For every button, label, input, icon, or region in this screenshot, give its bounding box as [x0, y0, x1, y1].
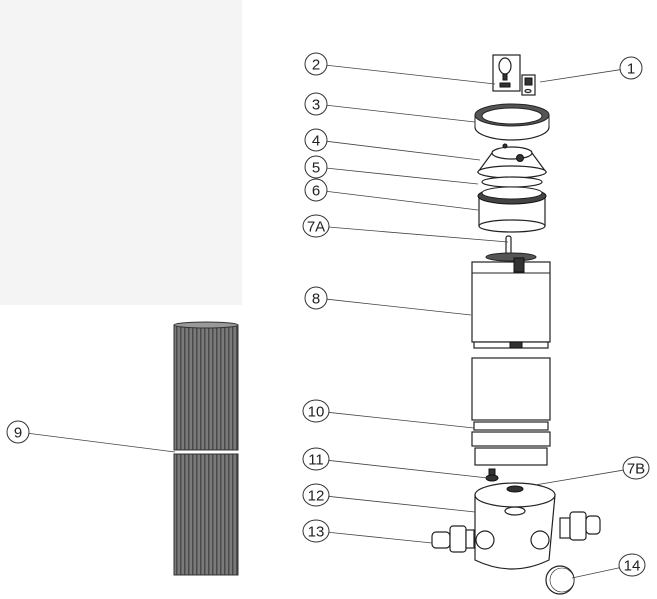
callout-bubble — [302, 214, 330, 238]
air-release-plug — [521, 74, 536, 96]
callout-c14: 14 — [571, 553, 646, 579]
callout-bubble — [619, 56, 643, 80]
callout-c7a: 7A — [302, 214, 509, 243]
leader-line — [534, 469, 626, 486]
leader-line — [326, 226, 509, 243]
callout-c7b: 7B — [534, 456, 650, 486]
callout-bubble — [302, 399, 330, 423]
leader-line — [326, 104, 476, 123]
callout-c4: 4 — [304, 128, 481, 161]
callout-bubble — [304, 128, 328, 152]
leader-line — [326, 459, 489, 479]
callout-label: 7B — [627, 461, 645, 478]
callout-c1: 1 — [539, 56, 643, 83]
o-ring — [481, 176, 543, 188]
callout-c8: 8 — [304, 286, 472, 316]
leader-line — [326, 64, 496, 85]
callout-label: 14 — [624, 558, 641, 575]
callout-c2: 2 — [304, 52, 496, 85]
callout-label: 1 — [627, 61, 635, 78]
callout-bubble — [304, 92, 328, 116]
callout-c5: 5 — [304, 155, 479, 185]
callout-label: 7A — [307, 219, 325, 236]
callout-label: 8 — [312, 291, 320, 308]
leader-line — [326, 298, 472, 316]
callout-label: 5 — [312, 160, 320, 177]
pressure-gauge — [492, 54, 521, 92]
tank-lower — [471, 341, 551, 466]
leader-line — [539, 69, 621, 83]
union-fitting-right — [559, 511, 601, 541]
drain-plug — [485, 468, 499, 482]
drain-cap — [545, 565, 575, 595]
leader-line — [326, 411, 475, 429]
callout-label: 3 — [312, 97, 320, 114]
callout-bubble — [304, 52, 328, 76]
callout-bubble — [304, 155, 328, 179]
callout-bubble — [304, 178, 328, 202]
leader-line — [326, 140, 481, 161]
callout-label: 12 — [308, 488, 325, 505]
callout-bubble — [622, 456, 650, 480]
leader-line — [326, 531, 433, 544]
leader-line — [326, 190, 479, 211]
callout-c6: 6 — [304, 178, 479, 211]
callout-label: 13 — [308, 524, 325, 541]
filter-base — [474, 482, 556, 570]
callout-c3: 3 — [304, 92, 476, 123]
callout-c9: 9 — [6, 420, 176, 453]
callout-bubble — [304, 286, 328, 310]
callout-label: 6 — [312, 183, 320, 200]
callout-c10: 10 — [302, 399, 475, 429]
callout-bubble — [302, 483, 330, 507]
gray-panel — [0, 0, 242, 305]
filter-cartridge — [173, 321, 239, 576]
callout-bubble — [302, 447, 330, 471]
callout-c12: 12 — [302, 483, 476, 513]
tank-collar — [477, 186, 547, 233]
lock-ring — [474, 103, 550, 141]
tank-upper — [471, 252, 551, 343]
callout-label: 2 — [312, 57, 320, 74]
leader-line — [28, 432, 176, 453]
callout-bubble — [6, 420, 30, 444]
leader-line — [326, 495, 476, 513]
leader-line — [571, 566, 622, 579]
callout-label: 10 — [308, 404, 325, 421]
callout-bubble — [618, 553, 646, 577]
filter-lid — [476, 143, 548, 179]
callout-bubble — [302, 519, 330, 543]
callout-c11: 11 — [302, 447, 489, 479]
leader-line — [326, 167, 479, 185]
callout-label: 9 — [14, 425, 22, 442]
callout-c13: 13 — [302, 519, 433, 544]
callout-label: 11 — [308, 452, 324, 469]
callout-label: 4 — [312, 133, 320, 150]
union-fitting-left — [431, 525, 475, 553]
